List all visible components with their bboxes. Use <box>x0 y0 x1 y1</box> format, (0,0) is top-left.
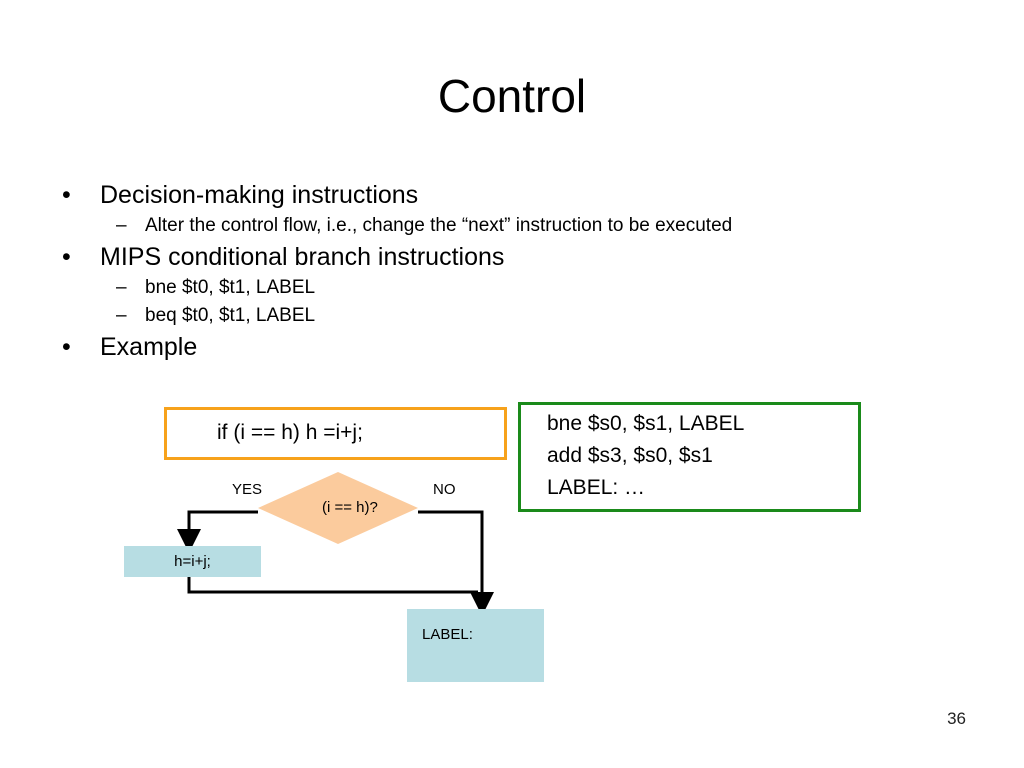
page-number: 36 <box>947 709 966 728</box>
slide-title: Control <box>437 70 587 122</box>
bullet-dot: • <box>62 243 71 271</box>
label-box: LABEL: <box>407 609 544 682</box>
source-code-text: if (i == h) h =i+j; <box>217 421 363 444</box>
bullet-text: Decision-making instructions <box>100 181 419 209</box>
bullet-text: Example <box>100 333 198 361</box>
decision-diamond <box>258 472 418 544</box>
bullet-dot: • <box>62 181 71 209</box>
source-code-box: if (i == h) h =i+j; <box>164 407 507 460</box>
no-connector <box>418 510 494 616</box>
label-box-text: LABEL: <box>422 626 473 643</box>
bullet-text: MIPS conditional branch instructions <box>100 243 505 271</box>
bullet-list: • Decision-making instructions – Alter t… <box>62 181 733 361</box>
action-box-text: h=i+j; <box>174 553 211 570</box>
mips-line: LABEL: … <box>547 476 646 499</box>
mips-line: bne $s0, $s1, LABEL <box>547 412 745 435</box>
merge-connector <box>187 577 478 594</box>
yes-label: YES <box>232 481 263 498</box>
yes-connector <box>177 510 258 553</box>
sub-bullet-dash: – <box>116 277 127 298</box>
sub-bullet-dash: – <box>116 305 127 326</box>
bullet-dot: • <box>62 333 71 361</box>
sub-bullet-text: bne $t0, $t1, LABEL <box>145 277 316 298</box>
sub-bullet-text: beq $t0, $t1, LABEL <box>145 305 316 326</box>
sub-bullet-text: Alter the control flow, i.e., change the… <box>145 215 733 236</box>
mips-code-box: bne $s0, $s1, LABEL add $s3, $s0, $s1 LA… <box>518 402 861 512</box>
sub-bullet-dash: – <box>116 215 127 236</box>
action-box: h=i+j; <box>124 546 261 577</box>
mips-line: add $s3, $s0, $s1 <box>547 444 713 467</box>
no-label: NO <box>433 481 456 498</box>
decision-text: (i == h)? <box>322 499 378 516</box>
